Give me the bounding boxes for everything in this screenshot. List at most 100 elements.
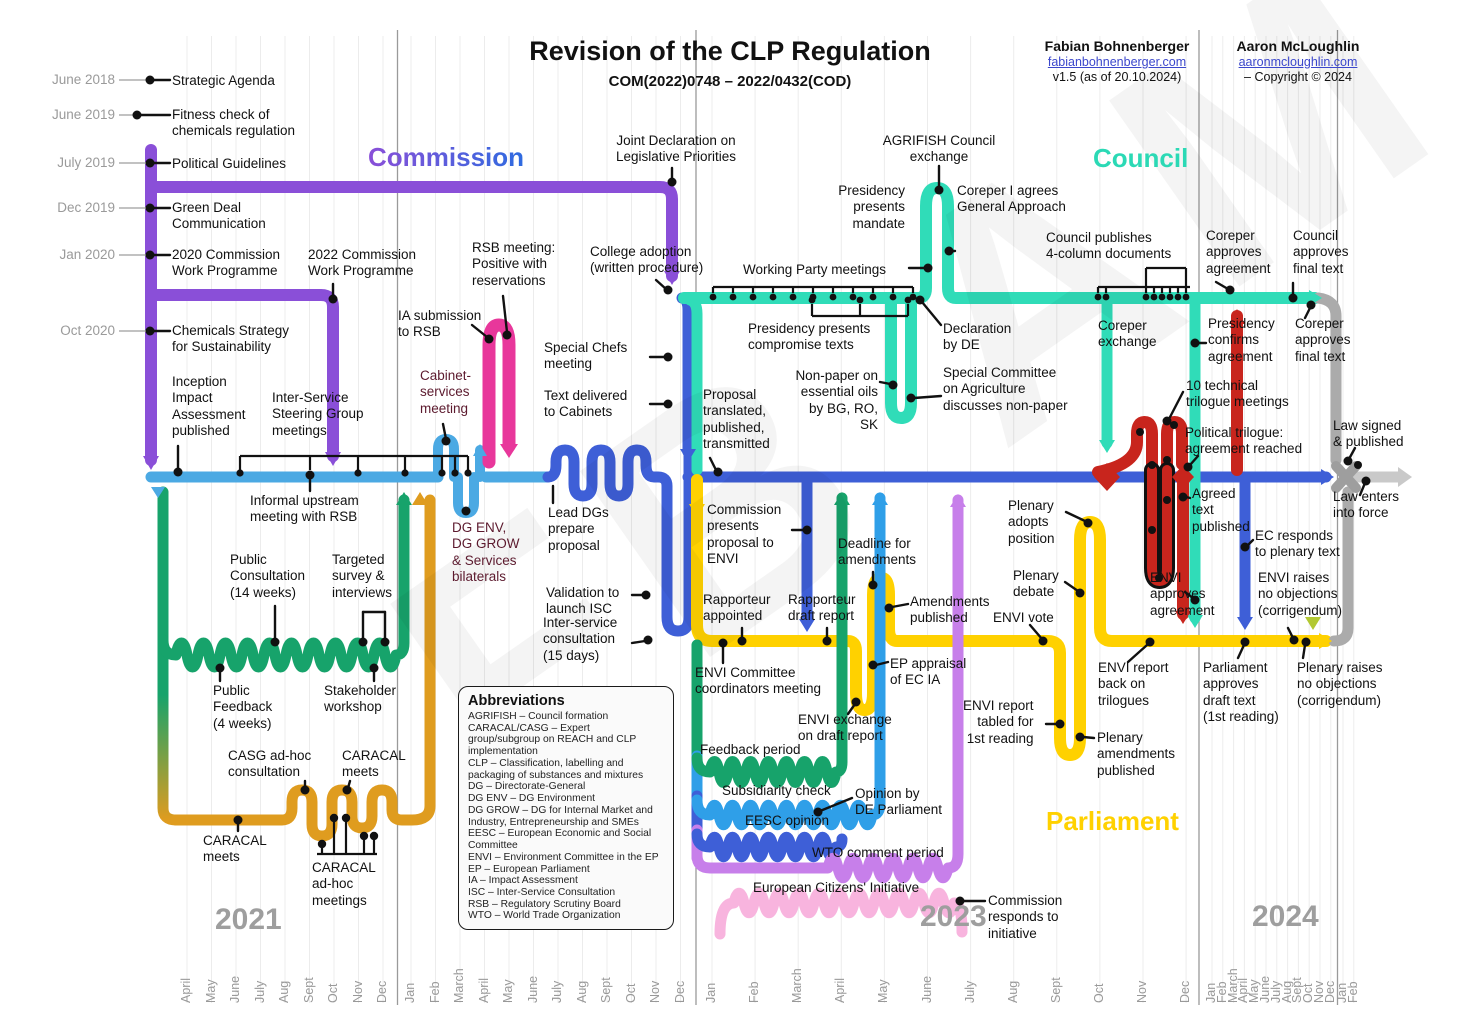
event-label: Targeted survey & interviews <box>332 552 393 600</box>
event-label: Public Consultation (14 weeks) <box>230 552 306 600</box>
month-tick: Sept <box>599 977 613 1003</box>
event-label: EP appraisal of EC IA <box>890 656 967 688</box>
timeline-date-label: Jan 2020 <box>59 247 115 262</box>
month-tick: March <box>790 968 805 1003</box>
month-tick: Feb <box>747 981 762 1003</box>
law-from-council <box>1312 292 1342 466</box>
month-tick: Dec <box>375 980 389 1003</box>
event-label: CASG ad-hoc consultation <box>228 748 312 780</box>
month-tick: Sept <box>1048 977 1063 1003</box>
event-label: ENVI raises no objections (corrigendum) <box>1258 570 1343 618</box>
month-tick: Oct <box>1091 983 1106 1003</box>
month-tick: July <box>252 980 267 1003</box>
event-label: ENVI vote <box>993 610 1054 625</box>
event-label: Coreper I agrees General Approach <box>957 183 1066 215</box>
month-tick: Jan <box>403 982 417 1003</box>
section-label-parliament: Parliament <box>1046 806 1179 836</box>
event-label: Lead DGs prepare proposal <box>548 505 609 553</box>
author-name: Aaron McLoughlin <box>1236 38 1360 54</box>
event-label: Public Feedback (4 weeks) <box>213 683 273 731</box>
abbreviation-item: DG ENV – DG Environment <box>468 793 596 805</box>
timeline-date-label: Oct 2020 <box>60 323 115 338</box>
event-label: ENVI exchange on draft report <box>798 712 892 744</box>
month-tick: Jan <box>704 982 718 1003</box>
structural-dots <box>236 293 1362 849</box>
event-label: Special Chefs meeting <box>544 340 628 372</box>
event-label: Law signed & published <box>1333 418 1404 450</box>
event-label: Presidency presents mandate <box>838 183 905 231</box>
version-line: v1.5 (as of 20.10.2024) <box>1052 70 1182 84</box>
event-label: Non-paper on essential oils by BG, RO, S… <box>795 368 878 433</box>
abbreviation-item: AGRIFISH – Council formation <box>468 711 609 722</box>
month-tick: Oct <box>623 983 638 1003</box>
month-tick: May <box>203 979 218 1003</box>
event-label: EESC opinion <box>745 813 830 828</box>
author-link[interactable]: aaronmcloughlin.com <box>1238 55 1358 69</box>
page-title: Revision of the CLP Regulation <box>529 36 931 66</box>
event-label: 2020 Commission Work Programme <box>172 247 281 279</box>
abbreviation-item: CARACAL/CASG – Expert group/subgroup on … <box>468 722 637 758</box>
timeline-date-label: June 2019 <box>51 107 115 122</box>
abbreviation-item: ENVI – Environment Committee in the EP <box>468 851 659 863</box>
month-tick: Feb <box>427 981 442 1003</box>
year-label: 2023 <box>920 900 987 933</box>
event-label: ENVI approves agreement <box>1150 570 1215 618</box>
timeline-date-label: June 2018 <box>51 72 115 87</box>
month-tick: June <box>228 975 242 1003</box>
month-tick: July <box>550 980 564 1003</box>
law-node-x2 <box>1331 461 1361 493</box>
event-label: Political trilogue: agreement reached <box>1185 425 1303 457</box>
event-label: Law enters into force <box>1333 489 1400 521</box>
event-label: Rapporteur appointed <box>703 592 771 624</box>
feedback-wavy <box>691 492 848 788</box>
event-label: Text delivered to Cabinets <box>544 388 628 420</box>
event-label: Coreper approves final text <box>1295 316 1351 364</box>
title-block: Revision of the CLP Regulation COM(2022)… <box>430 36 1030 90</box>
month-tick: Dec <box>672 980 687 1003</box>
event-label: Amendments published <box>910 594 990 626</box>
abbreviation-item: CLP – Classification, labelling and pack… <box>468 757 644 781</box>
author-link[interactable]: fabianbohnenberger.com <box>1047 55 1187 69</box>
section-label-commission: Commission <box>368 142 525 172</box>
event-label: CARACAL meets <box>203 833 267 865</box>
month-tick: June <box>525 975 540 1003</box>
event-label: Plenary adopts position <box>1008 498 1055 546</box>
timeline-date-label: July 2019 <box>57 155 115 170</box>
month-tick: Oct <box>326 983 340 1003</box>
event-label: IA submission to RSB <box>398 308 482 340</box>
year-label: 2024 <box>1252 900 1319 933</box>
abbreviation-item: EESC – European Economic and Social Comm… <box>468 828 652 852</box>
abbreviation-item: IA – Impact Assessment <box>468 875 578 887</box>
event-label: Validation to launch ISC <box>546 585 620 617</box>
page-subtitle: COM(2022)0748 – 2022/0432(COD) <box>608 73 852 90</box>
event-label: Coreper approves agreement <box>1206 228 1271 276</box>
abbreviation-item: DG GROW – DG for Internal Market and Ind… <box>468 804 653 828</box>
event-label: CARACAL ad-hoc meetings <box>312 860 376 908</box>
brackets <box>238 266 1190 856</box>
event-label: Joint Declaration on Legislative Priorit… <box>616 133 737 165</box>
event-label: Plenary raises no objections (corrigendu… <box>1297 660 1383 708</box>
event-label: Agreed text published <box>1192 486 1250 534</box>
event-label: Coreper exchange <box>1098 318 1157 350</box>
event-label: Special Committee on Agriculture discuss… <box>943 365 1068 413</box>
section-label-council: Council <box>1093 143 1189 173</box>
abbreviation-item: ISC – Inter-Service Consultation <box>468 887 616 899</box>
month-tick: Aug <box>277 980 291 1003</box>
council-de-loop <box>885 292 917 424</box>
event-label: Cabinet- services meeting <box>420 368 472 416</box>
event-label: ENVI report back on trilogues <box>1098 660 1169 708</box>
law-from-parliament <box>1328 486 1354 647</box>
abbreviation-item: EP – European Parliament <box>468 863 590 875</box>
event-label: Strategic Agenda <box>172 73 275 88</box>
month-tick: April <box>476 977 491 1003</box>
event-label: Fitness check of chemicals regulation <box>172 107 296 139</box>
month-tick: April <box>833 977 848 1003</box>
event-label: Rapporteur draft report <box>788 592 856 624</box>
event-label: Political Guidelines <box>172 156 287 171</box>
event-label: Chemicals Strategy for Sustainability <box>172 323 290 355</box>
credit-author-1: Fabian Bohnenberger fabianbohnenberger.c… <box>1027 38 1207 84</box>
month-tick: May <box>876 979 891 1003</box>
month-tick: July <box>962 980 977 1003</box>
